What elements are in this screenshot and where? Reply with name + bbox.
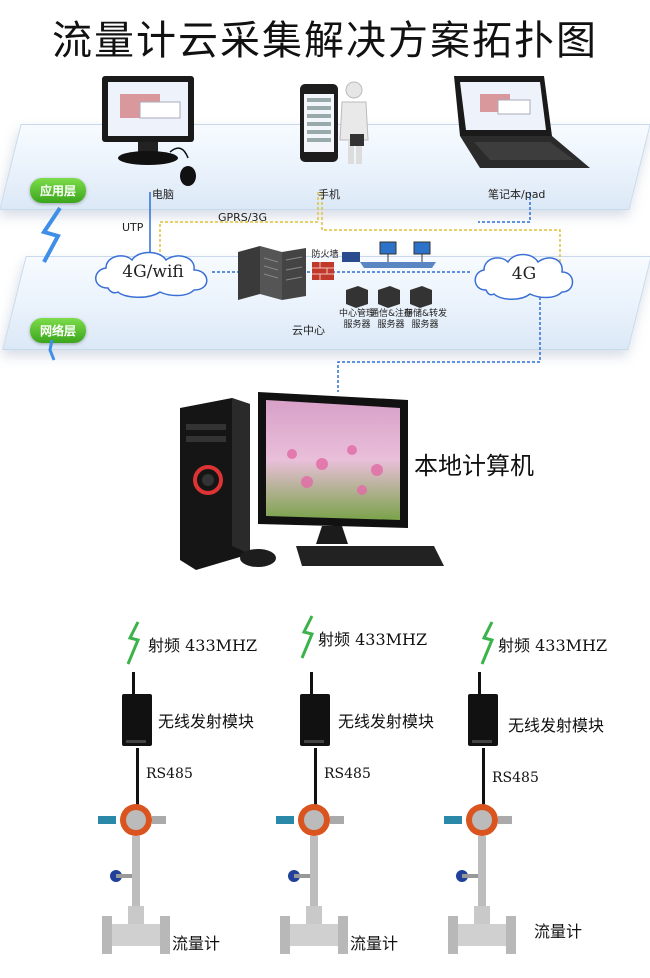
server-rack-icon [238, 246, 306, 300]
rs485-line-1 [136, 748, 139, 814]
device-label-phone: 手机 [318, 188, 340, 201]
gprs-label: GPRS/3G [218, 211, 268, 224]
server-label-storage: 存储&转发 服务器 [404, 309, 448, 330]
cloud-right-label: 4G [511, 264, 537, 284]
module-label-3: 无线发射模块 [508, 716, 605, 735]
local-computer-icon [180, 392, 444, 570]
flowmeter-icon-3 [444, 804, 516, 954]
laptop-icon [454, 76, 590, 168]
cloud-right-icon [474, 253, 574, 300]
rs485-label-3: RS485 [492, 770, 539, 786]
firewall-label: 防火墙 [311, 250, 339, 260]
wireless-lightning-icon [40, 206, 62, 263]
utp-label: UTP [122, 221, 144, 234]
flowmeter-icon-2 [276, 804, 348, 954]
page-title: 流量计云采集解决方案拓扑图 [52, 18, 598, 64]
gprs-link-left [159, 192, 319, 262]
rf-signal-icon-3 [480, 621, 495, 665]
wireless-module-icon-1 [122, 672, 152, 746]
flowmeter-icon-1 [98, 804, 170, 954]
meter-label-3: 流量计 [534, 922, 583, 941]
device-label-laptop: 笔记本/pad [488, 188, 546, 201]
rf-label-2: 射频 433MHZ [318, 630, 428, 649]
module-label-1: 无线发射模块 [158, 712, 255, 731]
meter-label-1: 流量计 [172, 934, 221, 953]
rf-signal-icon-1 [126, 621, 141, 665]
rs485-line-3 [482, 748, 485, 814]
desktop-computer-icon [102, 76, 196, 186]
cloud-left-label: 4G/wifi [122, 262, 184, 282]
module-label-2: 无线发射模块 [338, 712, 435, 731]
laptop-link [478, 192, 531, 223]
wireless-lightning-icon-2 [48, 339, 56, 361]
cloud-center-label: 云中心 [292, 324, 325, 337]
rf-signal-icon-2 [300, 615, 315, 659]
rs485-label-1: RS485 [146, 766, 193, 782]
rs485-label-2: RS485 [324, 766, 371, 782]
gprs-link-right [321, 192, 561, 262]
wireless-module-icon-2 [300, 672, 330, 746]
server-label-management: 中心管理 服务器 [338, 309, 375, 330]
local-link [337, 292, 541, 392]
device-label-pc: 电脑 [152, 188, 174, 201]
meter-label-2: 流量计 [350, 934, 399, 953]
rf-label-1: 射频 433MHZ [148, 636, 258, 655]
network-layer-badge: 网络层 [30, 318, 87, 343]
application-layer-badge: 应用层 [30, 178, 87, 203]
wireless-module-icon-3 [468, 672, 498, 746]
local-computer-label: 本地计算机 [414, 452, 534, 480]
cloud-left-icon [95, 251, 208, 298]
server-cluster-icon [346, 286, 432, 308]
network-switch-icon [342, 241, 436, 268]
rs485-line-2 [314, 748, 317, 814]
link-lines [40, 192, 561, 392]
mobile-phone-icon [300, 81, 369, 164]
server-label-comm: 通信&注册 服务器 [370, 309, 414, 330]
rf-label-3: 射频 433MHZ [498, 636, 608, 655]
firewall-icon [312, 262, 334, 280]
